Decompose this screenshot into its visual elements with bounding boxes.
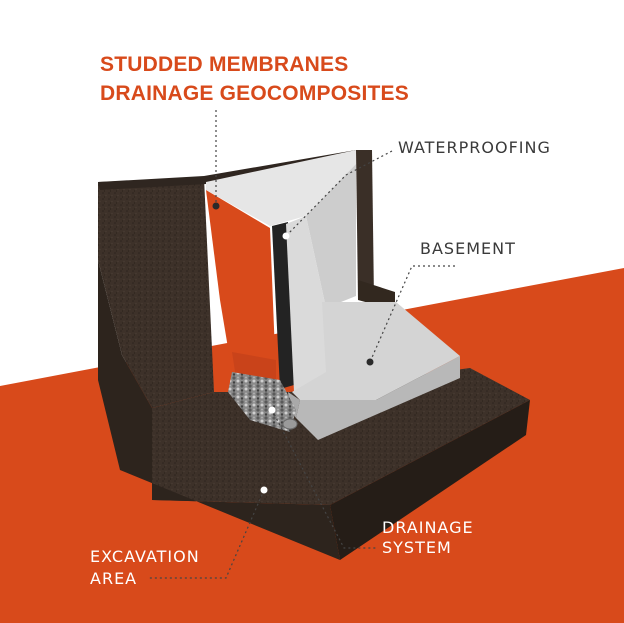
concrete-wall-top [206, 150, 356, 226]
callout-lines [148, 110, 455, 579]
waterproofing-callout-line [285, 150, 393, 237]
gravel-drainage [228, 372, 296, 432]
studded-membrane [206, 190, 276, 378]
drainage-pipe [282, 418, 298, 430]
drainage-label-line-2: SYSTEM [382, 538, 452, 557]
excavation-dot [260, 486, 268, 494]
excavation-label-line-2: AREA [90, 569, 138, 588]
drainage-dot [268, 406, 276, 414]
excavation-callout-line [148, 489, 265, 579]
concrete-wall-side [306, 164, 356, 308]
waterproofing-dot [282, 232, 290, 240]
diagram-title: STUDDED MEMBRANES DRAINAGE GEOCOMPOSITES [100, 50, 409, 108]
drainage-system-label: DRAINAGE SYSTEM [382, 518, 474, 558]
callout-dots [212, 202, 374, 494]
title-line-2: DRAINAGE GEOCOMPOSITES [100, 82, 409, 105]
studded-membrane-lower [232, 352, 276, 380]
excavation-area-label: EXCAVATION AREA [90, 546, 200, 590]
excavation-label-line-1: EXCAVATION [90, 547, 200, 566]
waterproofing-label: WATERPROOFING [398, 138, 551, 157]
basement-label: BASEMENT [420, 239, 516, 258]
soil-back-wall-face [98, 178, 214, 408]
title-line-1: STUDDED MEMBRANES [100, 53, 349, 76]
concrete-wall-front [286, 216, 326, 392]
basement-dot [366, 358, 374, 366]
basement-slab-end [288, 392, 300, 418]
soil-floor-left-face [98, 260, 340, 560]
soil-back-wall-top [98, 150, 356, 190]
drainage-callout-line [271, 409, 378, 549]
soil-right-strip [356, 150, 374, 300]
basement-slab-top [292, 302, 460, 400]
drainage-label-line-1: DRAINAGE [382, 518, 474, 537]
membrane-dot [212, 202, 220, 210]
soil-floor-right-face [330, 400, 530, 560]
basement-slab-front [296, 356, 460, 440]
